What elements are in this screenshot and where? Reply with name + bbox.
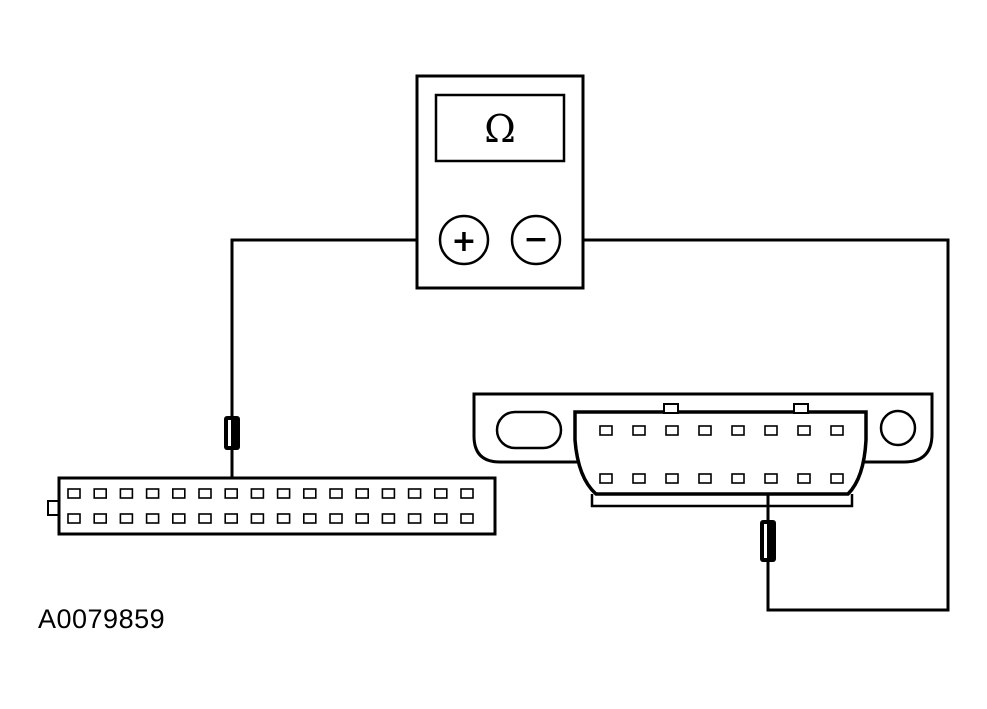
- negative-terminal: [510, 214, 562, 266]
- module-pin: [67, 488, 81, 499]
- module-pin: [224, 488, 238, 499]
- meter-display: [434, 93, 566, 163]
- module-pin: [145, 488, 160, 499]
- ohmmeter: Ω + −: [415, 74, 585, 290]
- module-pin: [145, 513, 160, 524]
- module-pin: [224, 513, 238, 524]
- data-link-connector: [472, 392, 934, 508]
- module-pin: [172, 488, 186, 499]
- module-pin: [67, 513, 81, 524]
- module-pin: [276, 488, 291, 499]
- dlc-pin: [830, 425, 844, 436]
- positive-terminal: [438, 214, 490, 266]
- module-pin: [119, 488, 134, 499]
- module-pin: [433, 488, 448, 499]
- dlc-pin: [599, 473, 613, 484]
- negative-terminal-label: −: [523, 222, 548, 257]
- module-pin: [407, 513, 422, 524]
- dlc-top-key-left: [663, 403, 679, 414]
- module-pin: [198, 513, 212, 524]
- module-pin: [250, 513, 265, 524]
- module-pin: [302, 513, 317, 524]
- module-pin: [302, 488, 317, 499]
- dlc-pin: [797, 425, 811, 436]
- dlc-pin: [698, 425, 712, 436]
- module-pin: [198, 488, 212, 499]
- module-pin: [407, 488, 422, 499]
- positive-lead-wire: [230, 238, 440, 418]
- module-pin: [119, 513, 134, 524]
- ohm-symbol: Ω: [484, 107, 516, 151]
- dlc-pin: [764, 425, 778, 436]
- module-pin: [276, 513, 291, 524]
- module-pin: [433, 513, 448, 524]
- dlc-pin: [698, 473, 712, 484]
- dlc-pin: [632, 425, 646, 436]
- negative-lead-wire: [560, 238, 950, 612]
- positive-terminal-label: +: [451, 224, 476, 259]
- dlc-pin: [797, 473, 811, 484]
- negative-probe-plug: [760, 520, 776, 562]
- module-pin: [250, 488, 265, 499]
- module-pin: [329, 488, 343, 499]
- positive-probe-plug: [224, 416, 240, 450]
- module-pin: [172, 513, 186, 524]
- module-pin: [329, 513, 343, 524]
- module-pin: [381, 488, 396, 499]
- dlc-shroud: [573, 410, 868, 496]
- figure-id: A0079859: [38, 604, 166, 634]
- module-connector: [47, 476, 497, 536]
- module-pin: [460, 488, 474, 499]
- module-pin: [355, 488, 370, 499]
- module-pin: [460, 513, 474, 524]
- dlc-pin: [599, 425, 613, 436]
- dlc-top-key-right: [793, 403, 809, 414]
- dlc-pin: [665, 473, 679, 484]
- dlc-pin: [632, 473, 646, 484]
- module-pin-grid: [67, 488, 474, 524]
- dlc-bottom-rail: [590, 494, 854, 508]
- module-pin: [355, 513, 370, 524]
- module-pin: [93, 513, 107, 524]
- dlc-pin: [731, 425, 745, 436]
- dlc-right-hole: [879, 409, 917, 447]
- module-pin: [93, 488, 107, 499]
- dlc-pin: [764, 473, 778, 484]
- dlc-pin: [830, 473, 844, 484]
- connector-housing: [57, 476, 497, 536]
- dlc-pin: [665, 425, 679, 436]
- dlc-pin-grid: [599, 425, 844, 484]
- module-pin: [381, 513, 396, 524]
- dlc-pin: [731, 473, 745, 484]
- dlc-left-slot: [495, 410, 563, 450]
